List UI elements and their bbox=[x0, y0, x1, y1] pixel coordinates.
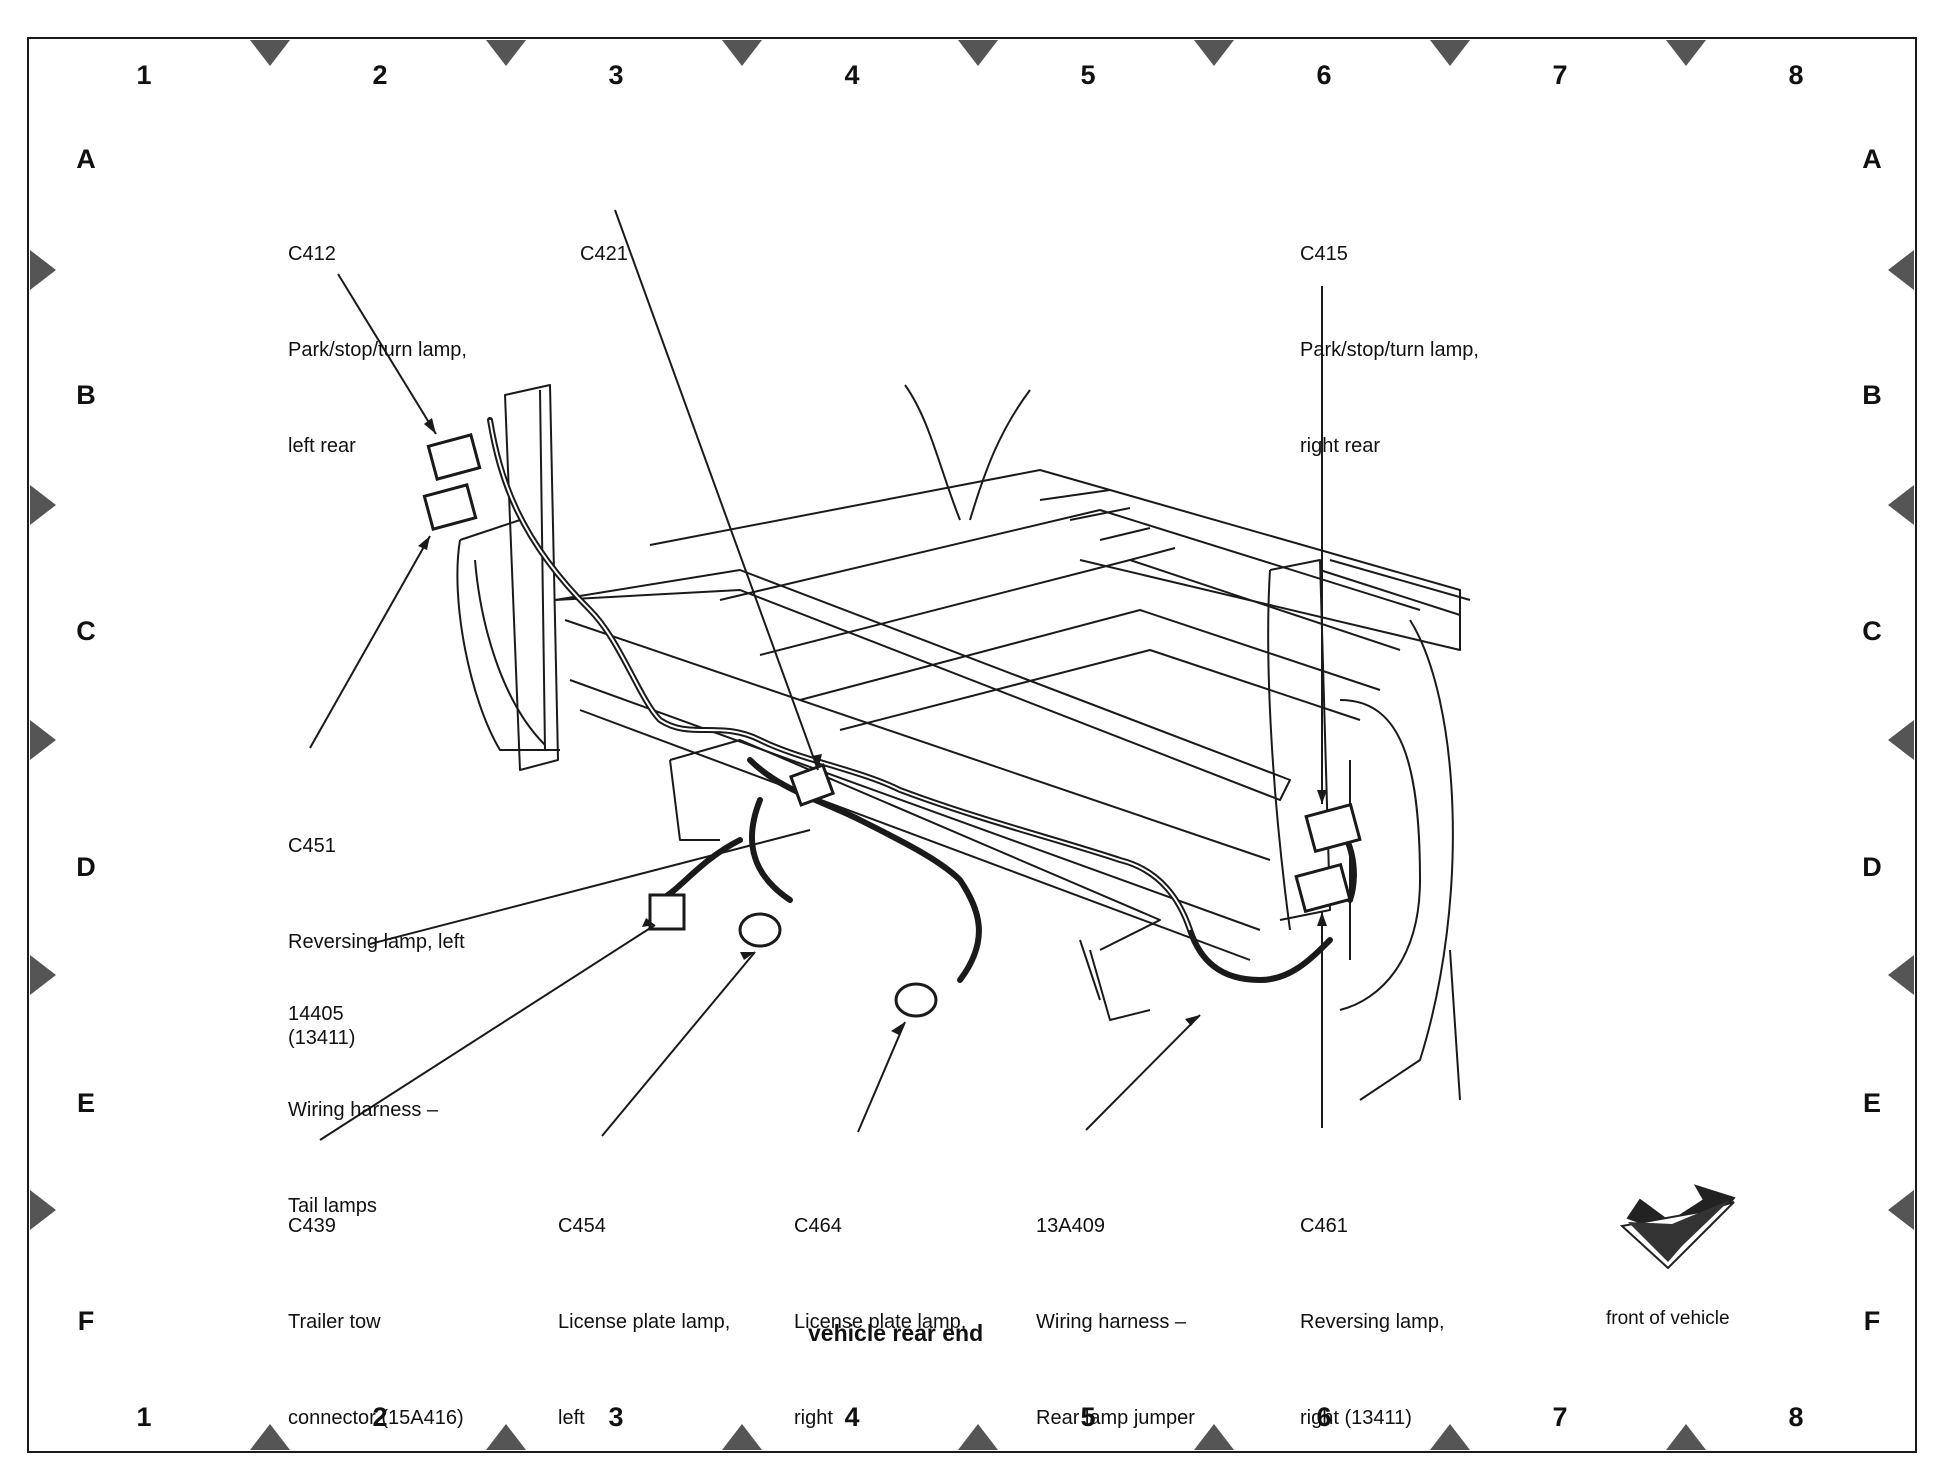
right-markers bbox=[1888, 250, 1914, 1230]
callout-desc-line2: Rear lamp jumper bbox=[1036, 1407, 1195, 1429]
callout-c454: C454 License plate lamp, left bbox=[558, 1146, 730, 1466]
leader-lines bbox=[309, 209, 1323, 1141]
row-label: C bbox=[76, 616, 96, 646]
left-markers bbox=[30, 250, 56, 1230]
callout-desc-line1: Reversing lamp, left bbox=[288, 931, 465, 953]
callout-code: 14405 bbox=[288, 1003, 344, 1025]
row-label: E bbox=[1862, 1088, 1881, 1118]
leader-14405 bbox=[369, 829, 811, 945]
column-label: 3 bbox=[608, 60, 624, 90]
callout-desc-line1: Trailer tow bbox=[288, 1311, 381, 1333]
column-label: 4 bbox=[844, 60, 860, 90]
callout-c415: C415 Park/stop/turn lamp, right rear bbox=[1300, 174, 1479, 494]
callout-c439: C439 Trailer tow connector (15A416) bbox=[288, 1146, 464, 1466]
connector-c415 bbox=[1304, 802, 1362, 854]
connector-c412 bbox=[426, 433, 482, 481]
wiring-harness bbox=[487, 417, 1357, 984]
row-label: D bbox=[1862, 852, 1882, 882]
callout-desc-line1: Reversing lamp, bbox=[1300, 1311, 1445, 1333]
connector-c454 bbox=[738, 912, 782, 948]
diagram-caption: vehicle rear end bbox=[808, 1320, 984, 1346]
column-label: 8 bbox=[1788, 60, 1804, 90]
column-label: 5 bbox=[1080, 60, 1096, 90]
callout-14405: 14405 Wiring harness – Tail lamps bbox=[288, 934, 438, 1254]
column-label: 7 bbox=[1552, 1402, 1568, 1432]
column-label: 6 bbox=[1316, 60, 1332, 90]
row-label: F bbox=[77, 1306, 95, 1336]
callout-desc-line2: right rear bbox=[1300, 435, 1381, 457]
leader-c439 bbox=[319, 924, 656, 1141]
row-label: E bbox=[76, 1088, 95, 1118]
callout-desc-line2: connector (15A416) bbox=[288, 1407, 464, 1429]
column-label: 2 bbox=[372, 60, 388, 90]
column-label: 3 bbox=[608, 1402, 624, 1432]
connector-c451 bbox=[422, 483, 478, 531]
column-label: 1 bbox=[136, 1402, 152, 1432]
connector-c421 bbox=[788, 763, 836, 807]
row-label: D bbox=[76, 852, 96, 882]
callout-desc-line2: right (13411) bbox=[1300, 1407, 1412, 1429]
callout-desc-line1: License plate lamp, bbox=[794, 1311, 967, 1333]
top-markers bbox=[250, 40, 1706, 66]
callout-desc-line1: Park/stop/turn lamp, bbox=[288, 339, 467, 361]
column-label: 2 bbox=[372, 1402, 388, 1432]
callout-c451: C451 Reversing lamp, left (13411) bbox=[288, 766, 465, 1086]
row-label: A bbox=[76, 144, 96, 174]
callout-c461: C461 Reversing lamp, right (13411) bbox=[1300, 1146, 1445, 1466]
callout-desc-line1: License plate lamp, bbox=[558, 1311, 731, 1333]
callout-code: C464 bbox=[794, 1215, 842, 1237]
callout-c464: C464 License plate lamp, right bbox=[794, 1146, 966, 1466]
connector-c464 bbox=[894, 982, 938, 1018]
callout-desc-line2: right bbox=[794, 1407, 833, 1429]
callout-desc-line2: Tail lamps bbox=[288, 1195, 377, 1217]
wiring-harness-inner bbox=[489, 419, 1191, 931]
column-label: 4 bbox=[844, 1402, 860, 1432]
column-label: 5 bbox=[1080, 1402, 1096, 1432]
column-label: 1 bbox=[136, 60, 152, 90]
callout-c421: C421 bbox=[580, 174, 628, 302]
truck-illustration bbox=[456, 384, 1471, 1101]
callout-desc-line2: left rear bbox=[288, 435, 356, 457]
callout-code: C454 bbox=[558, 1215, 606, 1237]
callout-code: C439 bbox=[288, 1215, 336, 1237]
row-label: C bbox=[1862, 616, 1882, 646]
callout-desc-line2: left bbox=[558, 1407, 585, 1429]
callout-c412: C412 Park/stop/turn lamp, left rear bbox=[288, 174, 467, 494]
leader-c464 bbox=[857, 1021, 906, 1133]
callout-13a409: 13A409 Wiring harness – Rear lamp jumper bbox=[1036, 1146, 1195, 1466]
row-label: F bbox=[1863, 1306, 1881, 1336]
bottom-markers bbox=[250, 1424, 1706, 1450]
connector-c461 bbox=[1294, 862, 1352, 914]
leader-c454 bbox=[601, 951, 756, 1137]
row-label: A bbox=[1862, 144, 1882, 174]
column-label: 6 bbox=[1316, 1402, 1332, 1432]
callout-code: 13A409 bbox=[1036, 1215, 1105, 1237]
callout-code: C415 bbox=[1300, 243, 1348, 265]
leader-c412 bbox=[337, 273, 437, 435]
row-label: B bbox=[76, 380, 96, 410]
row-label: B bbox=[1862, 380, 1882, 410]
leader-13a409 bbox=[1085, 1014, 1201, 1131]
front-of-vehicle-label: front of vehicle bbox=[1606, 1308, 1730, 1329]
leader-arrowheads bbox=[418, 418, 1327, 1035]
callout-code: C461 bbox=[1300, 1215, 1348, 1237]
callout-code: C451 bbox=[288, 835, 336, 857]
callout-desc-line2: (13411) bbox=[288, 1027, 356, 1049]
leader-c451 bbox=[309, 535, 431, 749]
column-label: 8 bbox=[1788, 1402, 1804, 1432]
frame-border bbox=[27, 37, 1917, 1453]
connector-c439 bbox=[648, 893, 686, 931]
column-label: 7 bbox=[1552, 60, 1568, 90]
callout-desc-line1: Wiring harness – bbox=[288, 1099, 439, 1121]
connectors bbox=[422, 433, 1362, 1018]
leader-c421 bbox=[614, 209, 819, 771]
callout-code: C421 bbox=[580, 243, 628, 265]
callout-desc-line1: Wiring harness – bbox=[1036, 1311, 1187, 1333]
front-arrow-icon bbox=[1619, 1184, 1736, 1270]
callout-code: C412 bbox=[288, 243, 336, 265]
callout-desc-line1: Park/stop/turn lamp, bbox=[1300, 339, 1479, 361]
